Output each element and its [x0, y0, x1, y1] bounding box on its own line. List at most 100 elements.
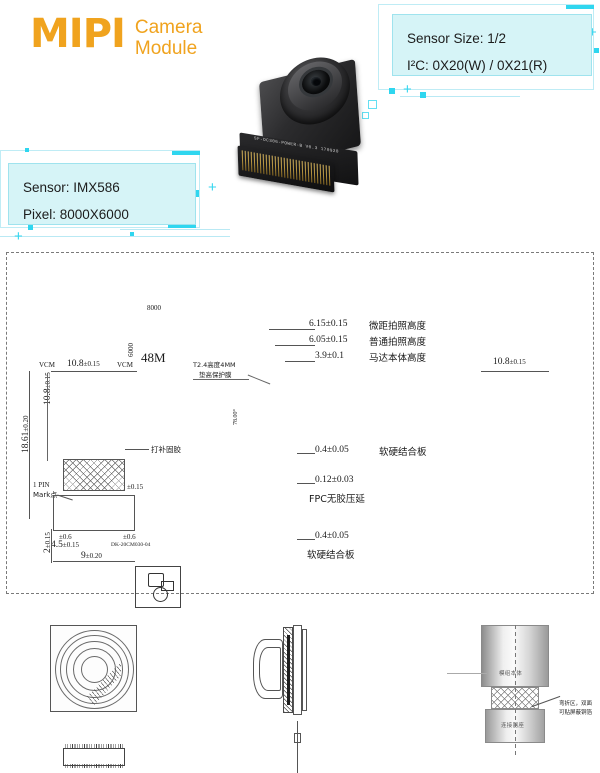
xsec-dimline-6	[297, 539, 315, 540]
topview-height-dimline	[47, 373, 48, 461]
brand-subtitle: Camera Module	[135, 14, 203, 59]
rightview-body-label: 模组本体	[499, 671, 523, 677]
lens-angle-label: 78.00°	[233, 409, 239, 425]
decor-square-2	[362, 112, 369, 119]
rightview-width-value: 10.8	[493, 357, 510, 367]
brand-name: MIPI	[30, 11, 126, 57]
technical-drawing-panel: 8000 6000 48M VCM VCM 10.8±0.15 10.8±0.1…	[6, 252, 594, 773]
decor-frame-right	[378, 4, 594, 90]
xsec-dim-label-4: 软硬结合板	[379, 447, 427, 458]
xsec-dim-value-6: 0.4±0.05	[315, 531, 349, 541]
xsec-lens-inner	[259, 647, 281, 691]
connector-part-number: DK-20CM030-04	[111, 542, 151, 548]
film-note-line2: 垫高保护膜	[199, 371, 232, 379]
tol-right-small: ±0.6	[123, 533, 136, 541]
connector-pinrow-top	[65, 744, 123, 748]
tol-left-small: ±0.6	[59, 533, 72, 541]
topview-outline	[50, 625, 137, 712]
decor-plus-3: +	[403, 81, 412, 98]
sensor-height-label: 6000	[127, 343, 135, 357]
connector-length-tol: ±0.15	[62, 541, 79, 549]
xsec-fpc-line	[297, 721, 298, 773]
xsec-dim-value-2: 6.05±0.15	[309, 335, 348, 345]
xsec-coil	[287, 635, 290, 705]
rightview-width-tol: ±0.15	[509, 358, 526, 366]
bend-note-line1: 弯折区，双面	[559, 701, 593, 707]
decor-dot-1	[25, 148, 29, 152]
connector-width-value: 9	[81, 551, 86, 561]
spec-i2c-address: I²C: 0X20(W) / 0X21(R)	[407, 58, 548, 73]
xsec-dim-label-3: 马达本体高度	[369, 353, 427, 364]
topview-width-value: 10.8	[67, 359, 84, 369]
xsec-dim-label-6: 软硬结合板	[307, 550, 355, 561]
decor-bar-3	[566, 5, 594, 9]
brand-subtitle-line2: Module	[134, 38, 198, 59]
decor-dot-6	[420, 92, 426, 98]
connector-pinrow-bottom	[65, 764, 123, 768]
rightview-base-label: 连接器座	[501, 723, 525, 729]
topview-height-tol: ±0.15	[44, 372, 52, 389]
spec-card-sensor-size: Sensor Size: 1/2 I²C: 0X20(W) / 0X21(R)	[392, 14, 592, 76]
decor-dot-4	[130, 232, 134, 236]
topview-width-dim: 10.8±0.15	[67, 359, 100, 369]
topview-width-tol: ±0.15	[83, 360, 100, 368]
decor-plus-2: +	[208, 179, 217, 196]
decor-line-1	[0, 236, 230, 237]
band-tolerance: ±0.15	[127, 483, 144, 491]
xsec-dimline-4	[297, 453, 315, 454]
topview-bend-band	[63, 459, 125, 491]
xsec-dim-value-1: 6.15±0.15	[309, 319, 348, 329]
decor-bar-2	[168, 224, 196, 228]
connector-width-tol: ±0.20	[85, 552, 102, 560]
film-leader-line	[247, 374, 271, 385]
sensor-width-label: 8000	[147, 304, 161, 312]
connector-outline-box	[53, 495, 135, 531]
xsec-dim-label-5: FPC无胶压延	[309, 494, 365, 505]
topview-width-dimline	[51, 371, 137, 372]
topview-height-dim: 10.8±0.15	[43, 372, 53, 405]
brand-subtitle-line1: Camera	[134, 17, 203, 38]
xsec-dim-value-3: 3.9±0.1	[315, 351, 344, 361]
decor-line-3	[400, 96, 520, 97]
sensor-icon-shape-c	[161, 581, 174, 591]
pin1-label: 1 PIN	[33, 481, 50, 489]
decor-dot-7	[594, 48, 599, 53]
glue-note-label: 打补固胶	[151, 445, 181, 454]
xsec-dim-value-4: 0.4±0.05	[315, 445, 349, 455]
rightview-axis-line	[447, 673, 487, 674]
connector-length-dim: 4.5±0.15	[51, 540, 79, 550]
decor-dot-3	[28, 225, 33, 230]
decor-line-2	[120, 229, 230, 230]
vcm-label-left: VCM	[39, 361, 55, 369]
xsec-dimline-3	[285, 361, 315, 362]
connector-height-dimline	[51, 529, 52, 563]
xsec-dimline-5	[297, 483, 315, 484]
glue-leader-line	[125, 449, 149, 450]
spec-sensor-size: Sensor Size: 1/2	[407, 31, 507, 46]
decor-frame-left	[0, 150, 200, 228]
spec-sensor-model: Sensor: IMX586	[23, 180, 120, 195]
xsec-barrel-wall	[293, 625, 302, 715]
megapixel-label: 48M	[141, 350, 166, 365]
rightview-width-dimline	[481, 371, 549, 372]
lens-glass	[311, 77, 321, 86]
sensor-icon-shape-a	[148, 573, 164, 587]
vcm-label-right: VCM	[117, 361, 133, 369]
header-section: + + + + MIPI Camera Module Sensor Size: …	[0, 0, 600, 250]
film-note-underline	[193, 379, 249, 380]
connector-length-value: 4.5	[51, 540, 63, 550]
xsec-substrate	[302, 629, 307, 711]
xsec-dim-label-1: 微距拍照高度	[369, 321, 427, 332]
film-note-line1: T2.4高度4MM	[193, 361, 236, 369]
rightview-centerline	[515, 625, 516, 757]
connector-width-dimline	[53, 561, 135, 562]
connector-width-dim: 9±0.20	[81, 551, 102, 561]
xsec-dimline-2	[275, 345, 315, 346]
right-3d-view: 模组本体 连接器座	[477, 625, 553, 757]
camera-module-photo: SF-DC306-POWER-B V0.3 170920	[232, 42, 382, 232]
topview-overall-dimline	[29, 371, 30, 519]
spec-card-sensor: Sensor: IMX586 Pixel: 8000X6000	[8, 163, 196, 225]
xsec-dim-label-2: 普通拍照高度	[369, 337, 427, 348]
decor-plus-1: +	[14, 228, 23, 245]
